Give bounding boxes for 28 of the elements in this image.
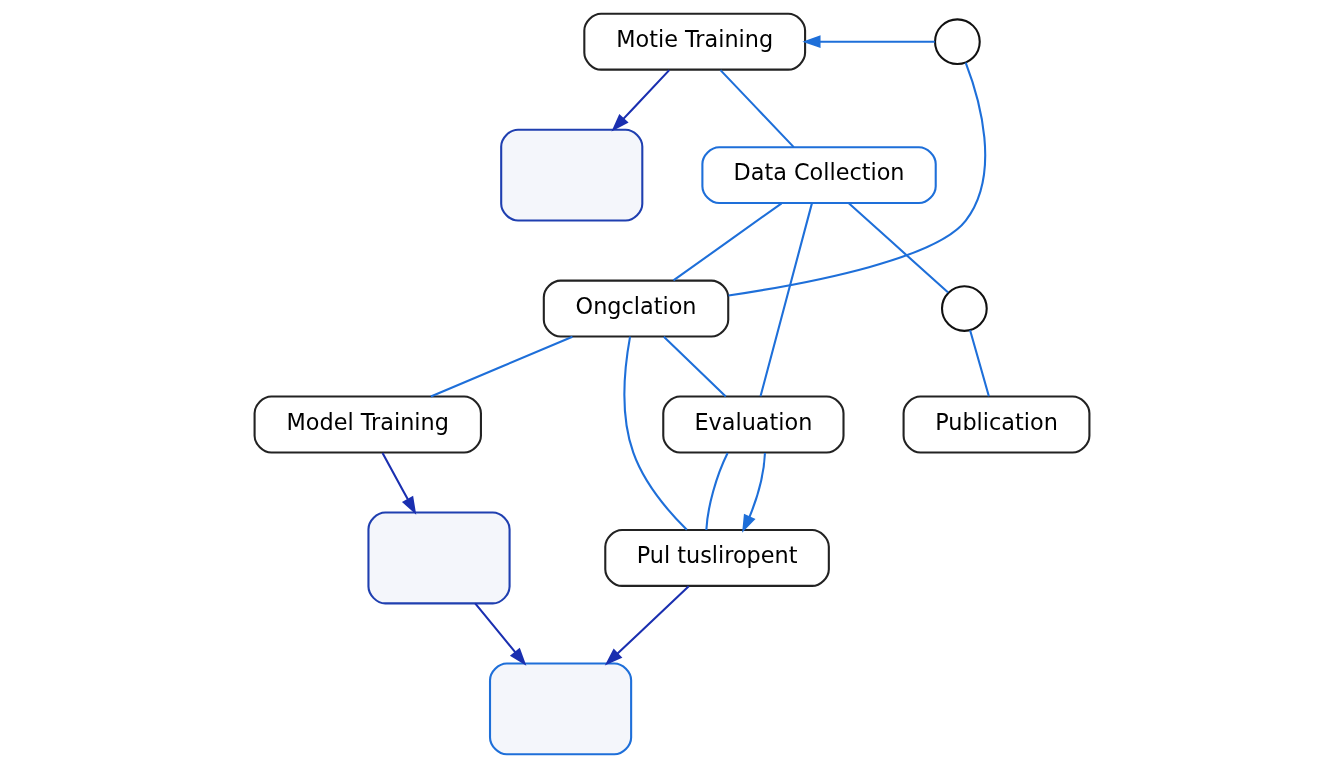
node-box: Pul tusliropent — [604, 528, 830, 587]
node-box: Evaluation — [662, 395, 845, 454]
arrow — [611, 69, 670, 132]
arrow — [802, 35, 935, 49]
connector — [848, 202, 949, 294]
node-box — [500, 128, 644, 222]
connector — [705, 452, 729, 531]
connector — [719, 69, 795, 148]
connector — [663, 336, 727, 398]
node-circle — [940, 285, 988, 332]
arrow — [742, 452, 766, 533]
connector — [623, 336, 688, 531]
node-box: Model Training — [253, 395, 482, 454]
connector — [672, 202, 783, 282]
arrow — [474, 602, 527, 666]
node-box: Data Collection — [701, 146, 937, 205]
arrow — [381, 452, 417, 515]
node-box: Ongclation — [542, 279, 730, 338]
node-box — [367, 511, 511, 605]
connector — [728, 62, 987, 297]
node-circle — [933, 18, 981, 66]
node-box — [488, 662, 633, 756]
connector — [969, 329, 990, 397]
connector — [759, 203, 813, 397]
node-box: Motie Training — [583, 12, 807, 71]
node-box: Publication — [902, 395, 1091, 454]
connector — [430, 335, 573, 398]
arrow — [604, 585, 690, 666]
